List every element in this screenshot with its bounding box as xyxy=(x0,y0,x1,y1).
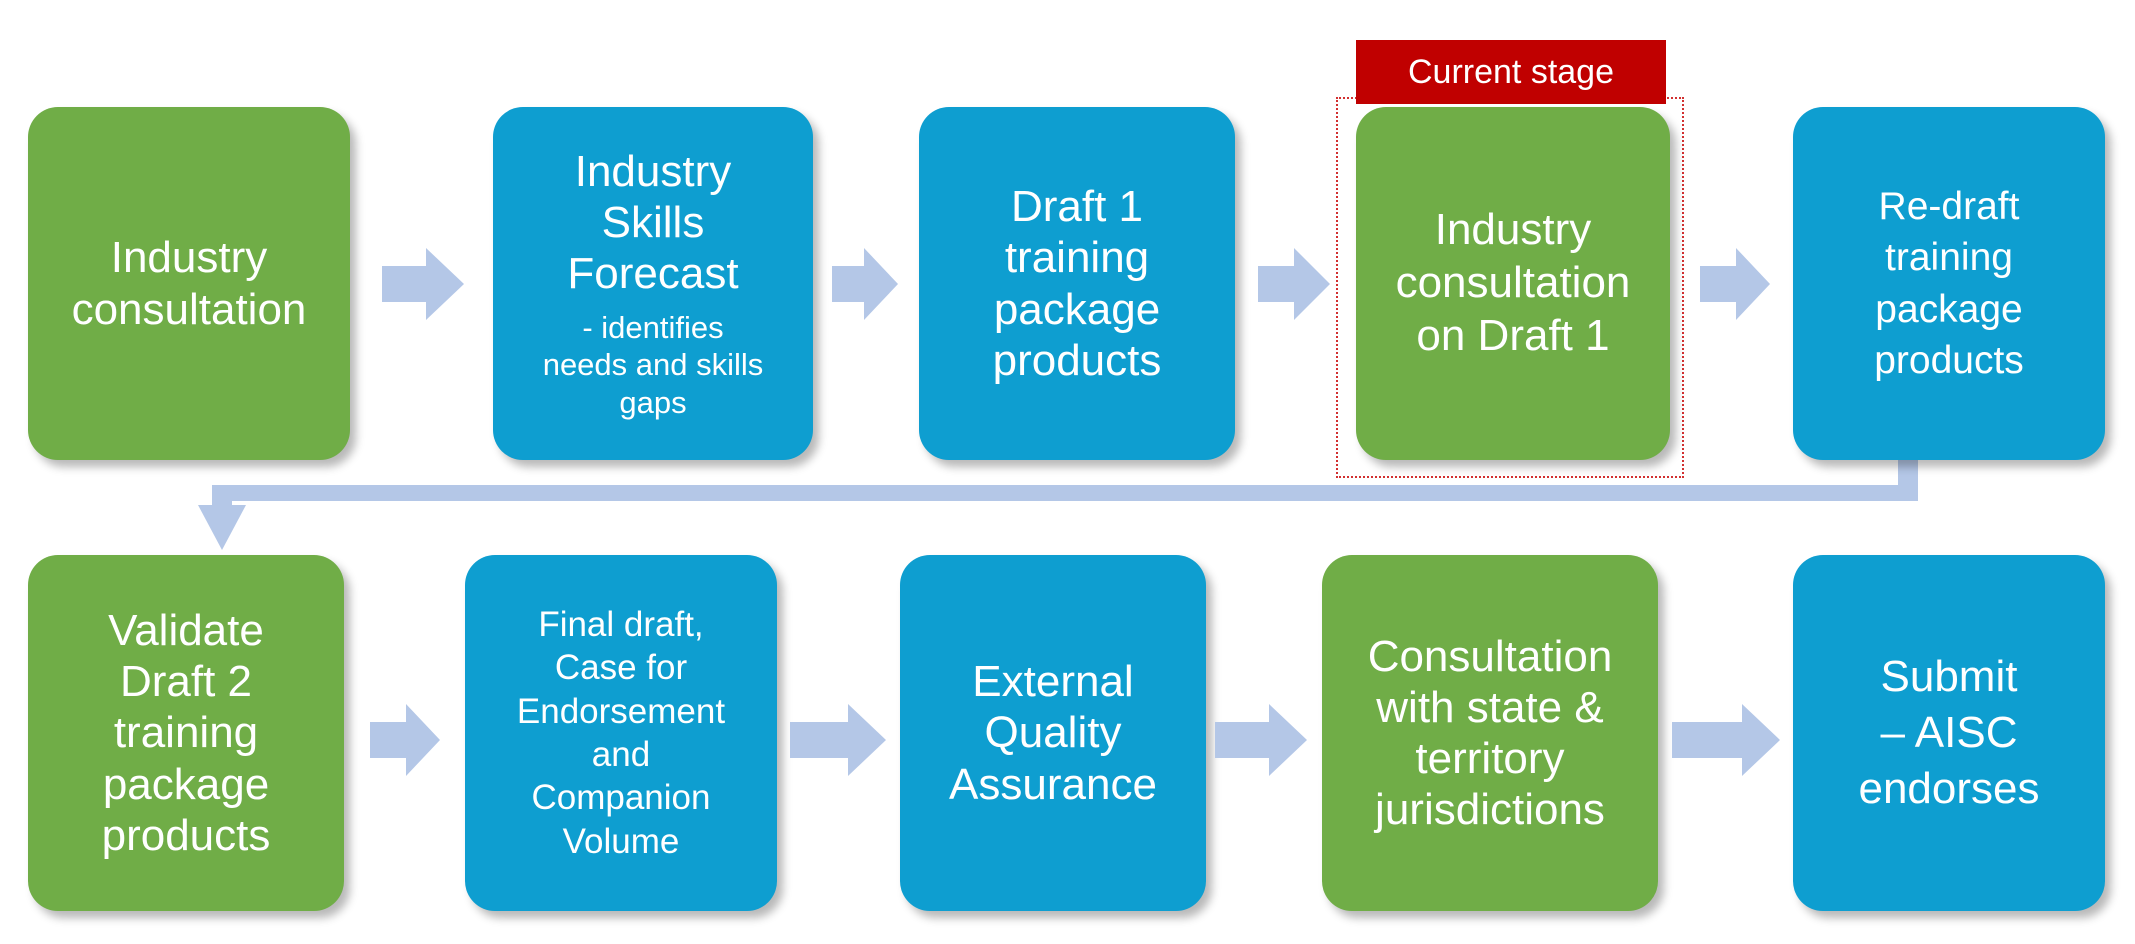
step-label: Validate Draft 2 training package produc… xyxy=(101,606,271,860)
flow-arrow-icon xyxy=(832,248,898,320)
step-label: Final draft, Case for Endorsement and Co… xyxy=(516,604,726,861)
step-label: Industry consultation on Draft 1 xyxy=(1395,205,1631,360)
flow-arrow-icon xyxy=(790,704,886,776)
flow-arrow-icon xyxy=(1215,704,1307,776)
step-label: Re-draft training package products xyxy=(1874,184,2024,382)
flow-arrow-icon xyxy=(382,248,464,320)
step-label: Consultation with state & territory juri… xyxy=(1367,631,1613,835)
step-consultation-state-territory: Consultation with state & territory juri… xyxy=(1322,555,1658,911)
step-label: Industry Skills Forecast xyxy=(567,147,739,299)
step-industry-consultation: Industry consultation xyxy=(28,107,350,460)
flow-arrow-icon xyxy=(1700,248,1770,320)
step-validate-draft-2: Validate Draft 2 training package produc… xyxy=(28,555,344,911)
step-sublabel: - identifies needs and skills gaps xyxy=(542,310,764,420)
step-final-draft: Final draft, Case for Endorsement and Co… xyxy=(465,555,777,911)
step-external-quality-assurance: External Quality Assurance xyxy=(900,555,1206,911)
step-label: External Quality Assurance xyxy=(949,657,1157,809)
flow-arrow-icon xyxy=(1258,248,1330,320)
step-industry-consultation-draft-1: Industry consultation on Draft 1 xyxy=(1356,107,1670,460)
step-submit-aisc: Submit – AISC endorses xyxy=(1793,555,2105,911)
step-re-draft: Re-draft training package products xyxy=(1793,107,2105,460)
step-label: Industry consultation xyxy=(71,233,307,334)
flow-arrow-icon xyxy=(370,704,440,776)
step-label: Draft 1 training package products xyxy=(992,182,1162,385)
step-industry-skills-forecast: Industry Skills Forecast - identifies ne… xyxy=(493,107,813,460)
current-stage-badge: Current stage xyxy=(1356,40,1666,104)
step-draft-1: Draft 1 training package products xyxy=(919,107,1235,460)
flow-arrow-icon xyxy=(1672,704,1780,776)
step-label: Submit – AISC endorses xyxy=(1858,651,2040,814)
